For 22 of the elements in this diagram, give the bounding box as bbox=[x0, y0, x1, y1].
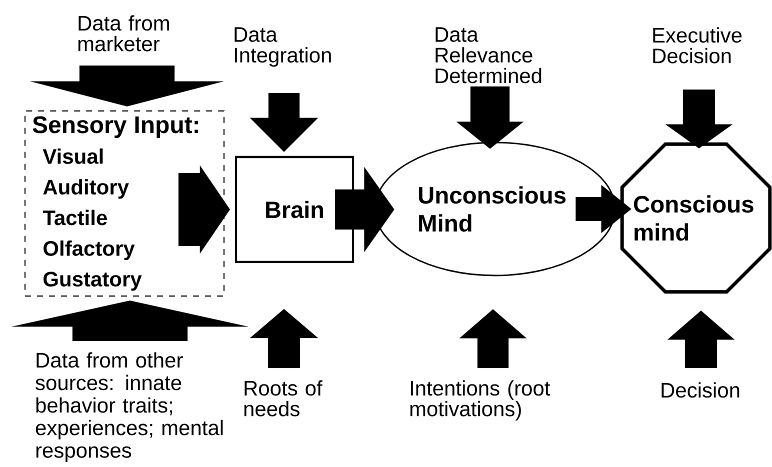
block-arrow bbox=[12, 300, 248, 342]
dashed-box: Sensory Input: Visual Auditory Tactile Olfactory Gustatory bbox=[24, 110, 225, 297]
block-arrow bbox=[335, 166, 394, 252]
block-arrow bbox=[178, 165, 230, 254]
text-label: Intentions (root motivations) bbox=[410, 380, 550, 420]
block-arrow bbox=[576, 184, 632, 234]
text-label: Data Relevance Determined bbox=[436, 27, 542, 84]
block-arrow bbox=[667, 310, 735, 368]
text-label: Decision bbox=[662, 382, 740, 398]
text-label: Data from other sources: innate behavior traits; experiences; mental responses bbox=[36, 352, 223, 462]
block-arrow bbox=[665, 90, 733, 148]
block-arrow bbox=[30, 66, 224, 106]
block-arrow bbox=[459, 309, 527, 368]
text-label: Roots of needs bbox=[244, 380, 322, 416]
brain-box: Brain bbox=[234, 156, 354, 264]
block-arrow bbox=[250, 92, 318, 152]
text-label: Data Integration bbox=[234, 27, 331, 67]
block-arrow bbox=[250, 309, 318, 368]
text-label: Executive Decision bbox=[653, 27, 742, 64]
octagon: Conscious mind bbox=[620, 142, 772, 294]
text-label: Data from marketer bbox=[78, 15, 169, 52]
block-arrow bbox=[456, 86, 524, 149]
